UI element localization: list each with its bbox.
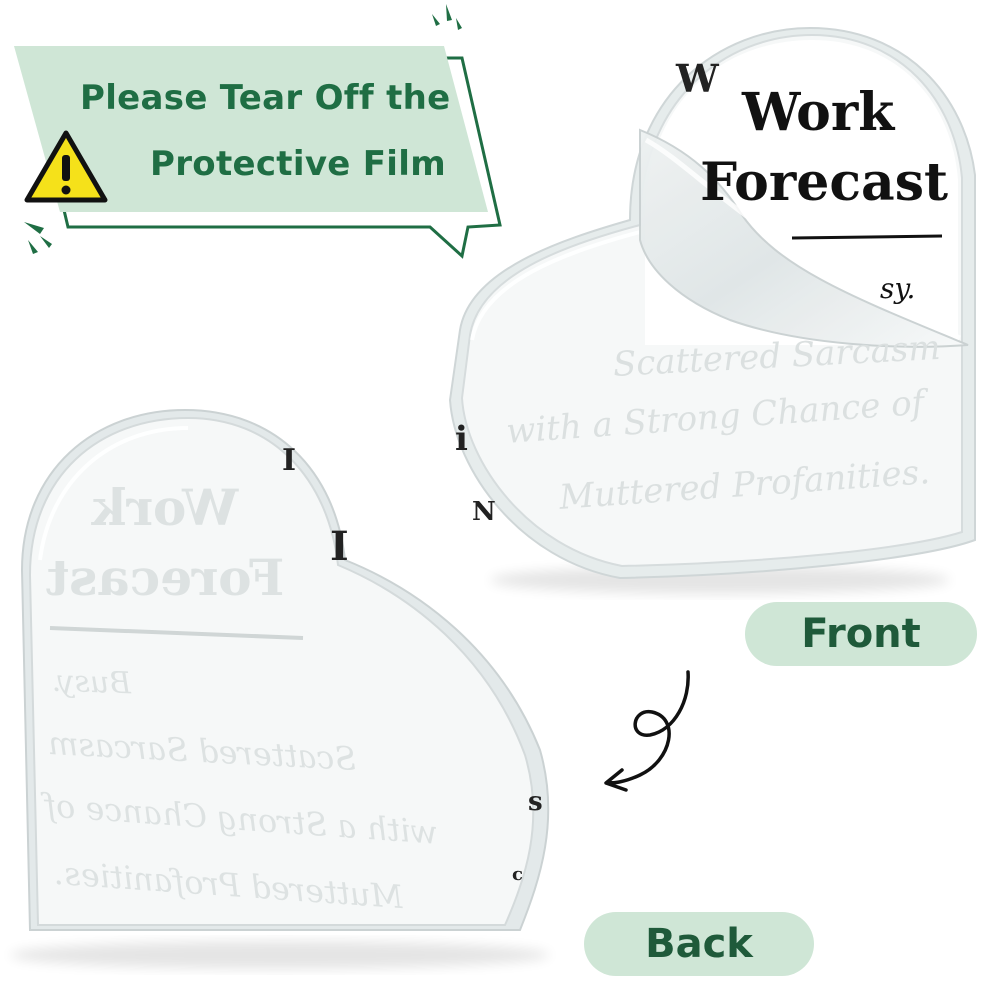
front-heart-plaque: i N W xyxy=(448,26,976,594)
front-label: Front xyxy=(745,602,977,666)
back-title-work: Work xyxy=(92,478,239,537)
svg-text:i: i xyxy=(455,419,468,459)
svg-text:N: N xyxy=(472,497,496,527)
sparkle-marks xyxy=(24,4,462,254)
front-title-work: Work xyxy=(742,82,895,143)
svg-text:I: I xyxy=(330,523,349,570)
back-label: Back xyxy=(584,912,814,976)
svg-text:c: c xyxy=(512,864,523,885)
callout-line-2: Protective Film xyxy=(150,144,446,184)
svg-text:W: W xyxy=(675,56,720,101)
callout-line-1: Please Tear Off the xyxy=(80,78,451,118)
back-heart-plaque: I I s c xyxy=(10,408,550,969)
front-title-forecast: Forecast xyxy=(700,152,948,213)
curly-arrow-icon xyxy=(604,670,690,792)
front-busy-fragment: sy. xyxy=(880,272,916,305)
warning-triangle-icon xyxy=(24,130,108,203)
svg-text:I: I xyxy=(282,443,296,478)
callout-bubble xyxy=(14,4,502,259)
back-busy: Busy. xyxy=(51,663,132,702)
back-title-forecast: Forecast xyxy=(46,548,285,607)
svg-text:s: s xyxy=(528,787,543,817)
